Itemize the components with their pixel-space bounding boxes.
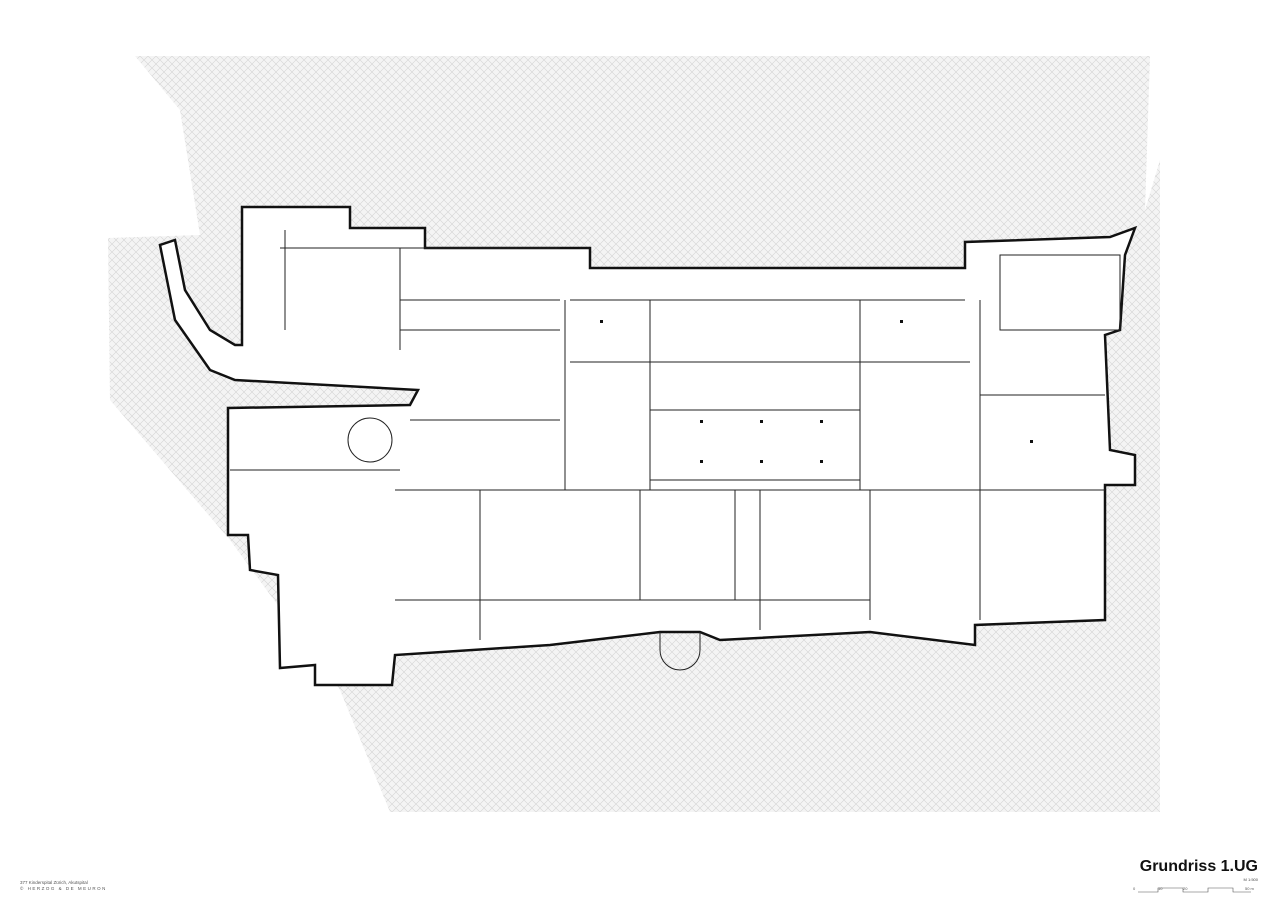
scale-label-20: 20	[1183, 886, 1188, 891]
drawing-title: Grundriss 1.UG	[1139, 858, 1258, 875]
scale-label-50: 50 m	[1245, 886, 1254, 891]
interior-walls	[230, 230, 1121, 671]
architect-credit: © HERZOG & DE MEURON	[20, 886, 107, 891]
credit-block: 377 Kinderspital Zürich, Akutspital © HE…	[20, 880, 107, 892]
drawing-scale: M 1:500	[1243, 877, 1258, 882]
columns	[600, 320, 1033, 463]
scale-label-0: 0	[1133, 886, 1136, 891]
scale-bar: 0 10 20 50 m	[1133, 884, 1258, 894]
building-outline	[158, 205, 1138, 687]
scale-label-10: 10	[1158, 886, 1163, 891]
project-name: 377 Kinderspital Zürich, Akutspital	[20, 880, 88, 885]
scale-bar-graphic	[1138, 887, 1251, 893]
